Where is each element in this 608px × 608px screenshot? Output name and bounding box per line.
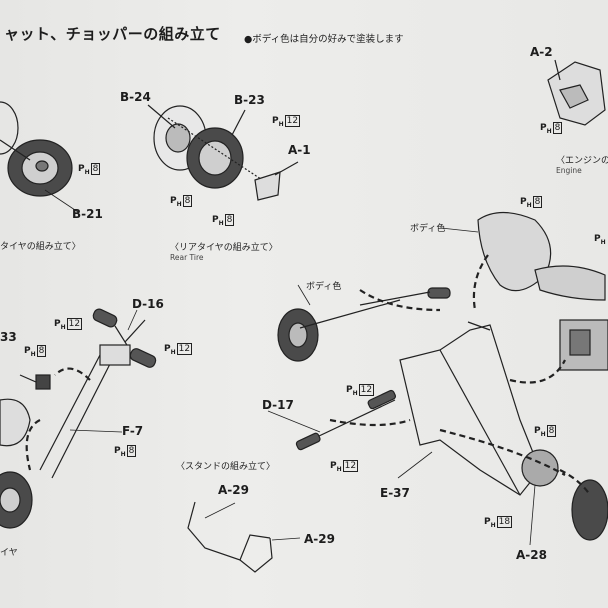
caption-rear-tire: 〈リアタイヤの組み立て〉 [170,243,278,253]
label-a2: A-2 [530,45,553,59]
label-d17: D-17 [262,398,294,412]
caption-stand: 〈スタンドの組み立て〉 [176,462,276,472]
caption-engine-en: Engine [556,166,582,175]
rod-drawing [295,389,396,451]
label-b33: 33 [0,330,17,344]
paint-code-seat: PH [594,234,606,246]
label-b21: B-21 [72,207,103,221]
page-title: ャット、チョッパーの組み立て [4,25,221,43]
rear-tire-drawing [571,479,608,541]
front-wheel-drawing [0,101,73,197]
rear-wheel-drawing [147,104,299,201]
caption-rear-tire-en: Rear Tire [170,253,204,262]
frame-drawing [277,287,559,496]
label-d16: D-16 [132,297,164,311]
caption-body-color-wheel: ボディ色 [306,282,342,292]
engine-drawing [547,59,606,126]
label-f7: F-7 [122,424,144,438]
paint-note: ●ボディ色は自分の好みで塗装します [244,34,404,45]
label-e37: E-37 [380,486,410,500]
engine-right-drawing [559,319,608,371]
label-b23: B-23 [234,93,265,107]
caption-engine: 〈エンジンの [556,156,608,166]
caption-body-color-tank: ボディ色 [410,224,446,234]
caption-front-tire: タイヤの組み立て〉 [0,242,81,252]
label-b24: B-24 [120,90,151,104]
label-a29-side: A-29 [304,532,335,546]
front-fork-drawing [0,344,131,529]
tank-drawing [477,211,606,301]
label-a1: A-1 [288,143,311,157]
stand-drawing [187,501,273,573]
caption-bottom-left: イヤ [0,548,18,558]
label-a29-top: A-29 [218,483,249,497]
label-a28: A-28 [516,548,547,562]
